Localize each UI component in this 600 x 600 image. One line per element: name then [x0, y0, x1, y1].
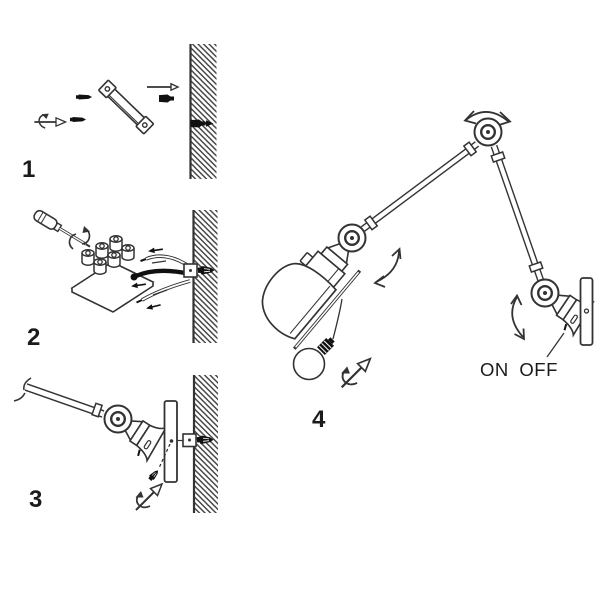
switch-leader-line: [546, 332, 565, 358]
wall-anchor-icon: [159, 94, 174, 103]
step-2-number: 2: [27, 324, 40, 351]
elbow-joint: [473, 117, 503, 147]
screw-turn-icon: [340, 357, 372, 389]
power-switch: [563, 323, 568, 331]
step-4-number: 4: [312, 406, 326, 433]
wall-mount-cone-3: [124, 419, 168, 464]
wall-outlet-box-3: [182, 433, 214, 448]
wall-plate-4: [579, 277, 594, 346]
screw-turn-icon: [134, 483, 163, 511]
mounting-screw-icon: [70, 117, 86, 122]
step-1-group: 1: [22, 44, 217, 183]
upper-arm: [360, 141, 480, 232]
step-3-group: 3: [13, 375, 218, 513]
lamp-shade: [261, 262, 338, 340]
wall-bracket: [98, 79, 154, 135]
head-pivot-arrow: [373, 247, 402, 288]
light-bulb: [292, 298, 343, 381]
wire-direction-arrow: [146, 245, 165, 255]
wire-direction-arrow: [144, 301, 163, 313]
plate-hole: [583, 308, 590, 314]
wall-plate-3: [163, 400, 183, 483]
step-2-group: 2: [27, 209, 218, 351]
step-1-number: 1: [22, 156, 35, 183]
step-4-group: ON OFF 4: [261, 110, 595, 433]
lamp-head: [261, 242, 362, 350]
bracket-hole: [104, 86, 111, 92]
insert-direction-arrow: [146, 82, 179, 92]
bracket-hole: [141, 122, 148, 128]
screwdriver: [33, 209, 91, 248]
wall-outlet-box: [183, 263, 215, 278]
step-3-number: 3: [29, 486, 42, 513]
wall-section-1: [189, 44, 217, 179]
mounting-screw-icon: [76, 94, 92, 100]
base-pivot-arrow: [510, 293, 525, 341]
base-joint: [530, 278, 560, 308]
wires: [129, 245, 192, 313]
anchor-in-wall: [190, 119, 214, 128]
bulb-glass: [292, 347, 326, 381]
arm-joint: [103, 404, 133, 434]
lower-arm: [490, 144, 545, 283]
plate-screw: [147, 443, 171, 482]
head-joint: [337, 223, 367, 253]
break-line: [13, 377, 32, 402]
small-screw-icon: [147, 468, 161, 482]
switch-label: ON OFF: [480, 359, 558, 380]
screwdriver-turn-icon: [68, 226, 91, 250]
elbow-pivot-arrow: [463, 110, 512, 126]
screw-turn-icon: [33, 105, 67, 139]
lamp-wire: [332, 298, 343, 340]
lamp-arm-cut: [13, 377, 105, 418]
wire-black: [135, 268, 191, 279]
wall-section-3: [192, 375, 218, 513]
